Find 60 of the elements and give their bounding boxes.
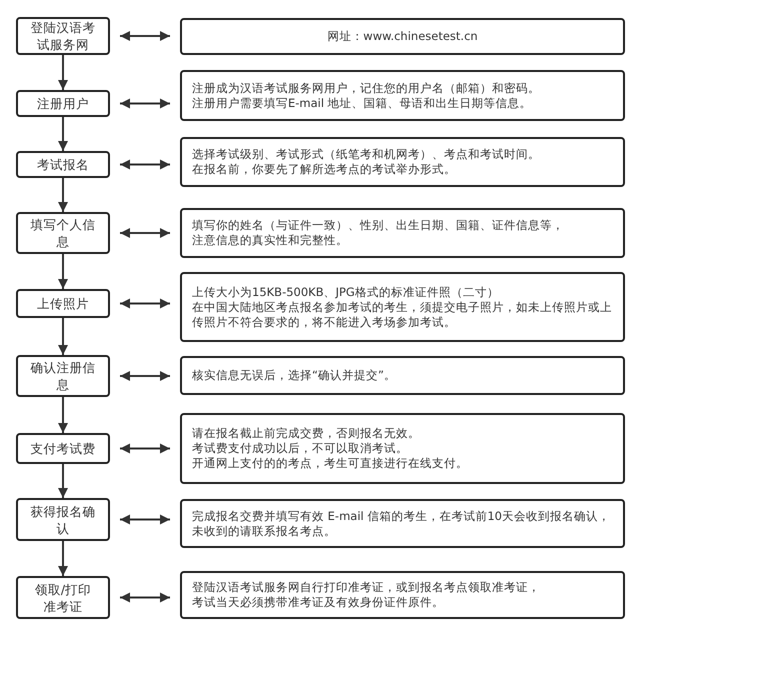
arrow xyxy=(120,592,170,602)
description-text: 填写你的姓名（与证件一致）、性别、出生日期、国籍、证件信息等， xyxy=(192,218,565,233)
arrow xyxy=(58,55,68,90)
description-box xyxy=(180,70,625,121)
arrow xyxy=(120,160,170,170)
description-box xyxy=(180,413,625,484)
step-label: 领取/打印准考证 xyxy=(34,580,92,614)
description-text: 选择考试级别、考试形式（纸笔考和机网考）、考点和考试时间。 xyxy=(192,147,541,162)
arrow xyxy=(58,318,68,355)
description-text: 开通网上支付的的考点，考生可直接进行在线支付。 xyxy=(192,456,469,471)
description-text: 登陆汉语考试服务网自行打印准考证，或到报名考点领取准考证， xyxy=(192,580,541,595)
description-box xyxy=(180,272,625,342)
arrow xyxy=(58,117,68,151)
step-box xyxy=(16,355,110,397)
step-label: 注册用户 xyxy=(36,95,90,112)
description-box xyxy=(180,137,625,187)
step-label: 确认注册信息 xyxy=(30,359,96,393)
description-text: 核实信息无误后，选择“确认并提交”。 xyxy=(192,368,397,383)
arrow xyxy=(120,228,170,238)
description-box xyxy=(180,356,625,395)
step-label: 上传照片 xyxy=(36,295,90,312)
step-label: 支付考试费 xyxy=(30,440,96,457)
arrow xyxy=(58,254,68,289)
arrow xyxy=(120,298,170,308)
step-box xyxy=(16,212,110,254)
arrow xyxy=(58,178,68,212)
step-box xyxy=(16,151,110,178)
description-text: 注册用户需要填写E-mail 地址、国籍、母语和出生日期等信息。 xyxy=(192,96,533,110)
step-box xyxy=(16,17,110,55)
description-text: 上传大小为15KB-500KB、JPG格式的标准证件照（二寸） xyxy=(192,284,500,300)
description-box xyxy=(180,208,625,258)
step-box xyxy=(16,433,110,464)
description-box xyxy=(180,571,625,619)
description-box xyxy=(180,18,625,55)
description-text: 网址：www.chinesetest.cn xyxy=(326,29,479,44)
description-text: 在中国大陆地区考点报名参加考试的考生，须提交电子照片，如未上传照片或上传照片不符合要求的，将不能进入考场参加考试。 xyxy=(192,300,613,330)
step-label: 获得报名确认 xyxy=(30,502,96,536)
step-box xyxy=(16,576,110,619)
step-box xyxy=(16,289,110,318)
step-label: 考试报名 xyxy=(36,156,90,173)
description-text: 完成报名交费并填写有效 E-mail 信箱的考生，在考试前10天会收到报名确认，未收到的请联系报名考点。 xyxy=(192,508,611,538)
description-text: 请在报名截止前完成交费，否则报名无效。 xyxy=(192,426,421,441)
step-box xyxy=(16,90,110,117)
arrow xyxy=(120,31,170,41)
arrow xyxy=(120,371,170,381)
description-text: 注意信息的真实性和完整性。 xyxy=(192,233,349,248)
step-box xyxy=(16,498,110,541)
description-text: 在报名前，你要先了解所选考点的考试举办形式。 xyxy=(192,162,457,177)
arrow xyxy=(58,397,68,433)
arrow xyxy=(120,514,170,524)
description-text: 注册成为汉语考试服务网用户，记住您的用户名（邮箱）和密码。 xyxy=(192,80,541,96)
description-text: 考试当天必须携带准考证及有效身份证件原件。 xyxy=(192,595,445,610)
step-label: 填写个人信息 xyxy=(30,216,96,250)
description-box xyxy=(180,499,625,548)
step-label: 登陆汉语考试服务网 xyxy=(30,19,96,53)
arrow xyxy=(58,541,68,576)
description-text: 考试费支付成功以后，不可以取消考试。 xyxy=(192,441,409,456)
arrow xyxy=(58,464,68,498)
arrow xyxy=(120,444,170,454)
arrow xyxy=(120,98,170,108)
